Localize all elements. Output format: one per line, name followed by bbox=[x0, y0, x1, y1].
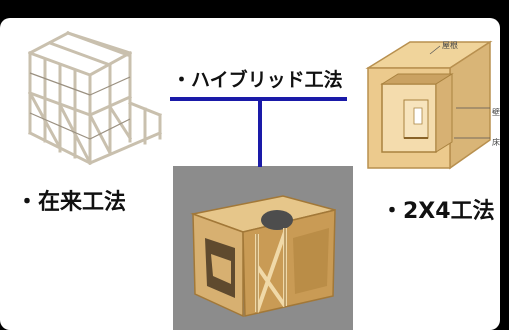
two-by-four-image bbox=[365, 40, 493, 170]
floor-label: 床 bbox=[492, 138, 500, 147]
hybrid-method-label: ・ハイブリッド工法 bbox=[172, 69, 343, 91]
conventional-frame-image bbox=[27, 30, 162, 166]
roof-label: 屋根 bbox=[442, 41, 458, 50]
connector-vertical-line bbox=[258, 97, 262, 167]
two-by-four-method-label: ・2X4工法 bbox=[381, 199, 495, 224]
conventional-method-label: ・在来工法 bbox=[16, 190, 127, 215]
wall-label: 壁 bbox=[492, 108, 500, 117]
slide-panel: 屋根 壁 床 ・ハイブリッド工法 ・在来工法 ・2X4工法 bbox=[0, 18, 500, 330]
hybrid-method-image bbox=[190, 195, 336, 318]
